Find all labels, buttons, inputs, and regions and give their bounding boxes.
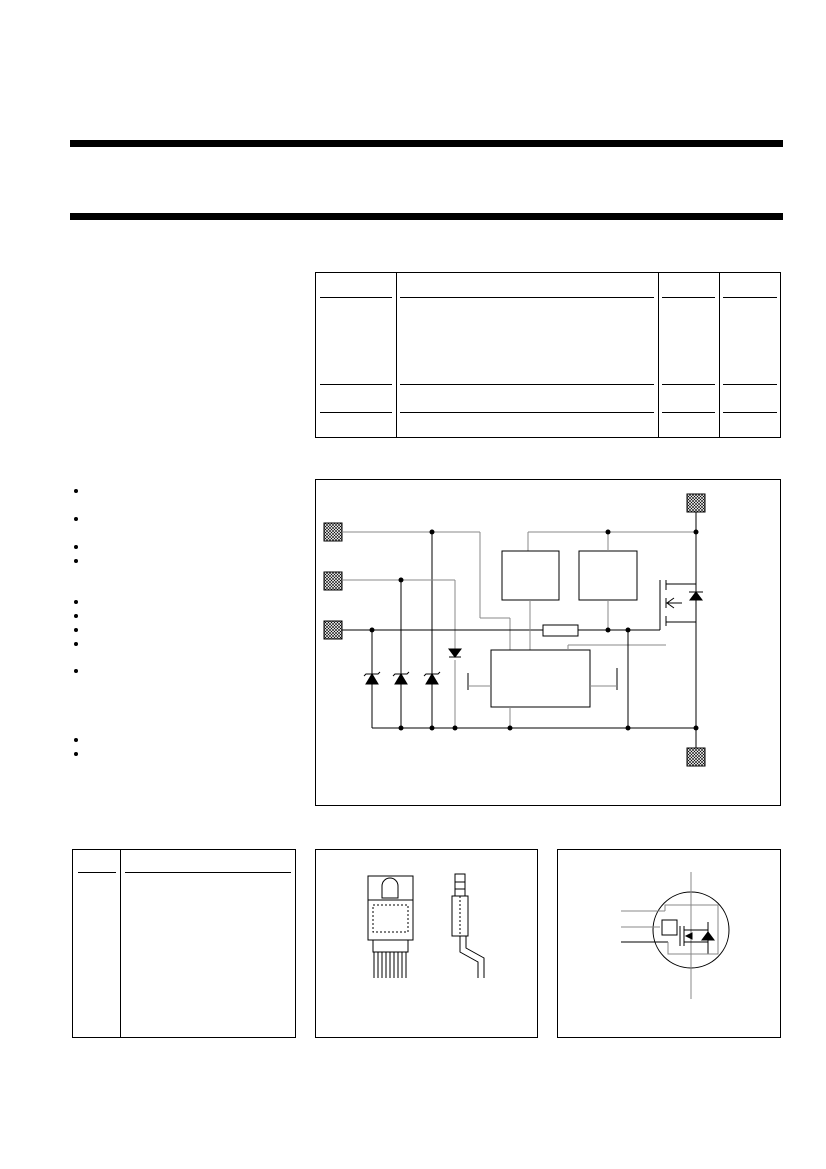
junction-dots: [369, 529, 699, 731]
table-row-separator: [662, 297, 715, 298]
list-item-bullet: [74, 489, 78, 493]
table-row-separator: [400, 297, 654, 298]
table-row-separator: [320, 297, 392, 298]
function-block-center: [490, 649, 591, 708]
list-item-bullet: [74, 752, 78, 756]
package-front-view: [367, 875, 414, 978]
block-diagram-frame: [315, 479, 781, 806]
table-row-separator: [662, 384, 715, 385]
table-row-separator: [662, 412, 715, 413]
list-item-bullet: [74, 669, 78, 673]
function-block-right: [578, 550, 638, 601]
terminal-a: [323, 522, 343, 542]
channel-arrow-icon: [684, 932, 693, 940]
block-diagram: [323, 493, 706, 767]
table-row-separator: [723, 412, 777, 413]
symbol-frame: [557, 849, 781, 1038]
zener-diode-icon: [394, 673, 408, 685]
zener-diode-icon: [365, 673, 379, 685]
table-row-separator: [320, 412, 392, 413]
table-column-divider: [719, 273, 720, 437]
header-rule-top: [70, 140, 783, 147]
diode-icon: [448, 648, 462, 658]
table-row-separator: [320, 384, 392, 385]
package-side-view: [451, 873, 485, 978]
terminal-e: [686, 747, 706, 767]
mosfet-symbol: [621, 872, 730, 999]
series-resistor: [542, 624, 579, 637]
table-row-separator: [723, 384, 777, 385]
terminal-c: [323, 620, 343, 640]
quick-reference-table: [315, 272, 781, 438]
package-outline-frame: [315, 849, 538, 1038]
list-item-bullet: [74, 545, 78, 549]
header-rule-bottom: [70, 213, 783, 220]
list-item-bullet: [74, 559, 78, 563]
pinning-table-frame: [72, 849, 296, 1038]
list-item-bullet: [74, 600, 78, 604]
list-item-bullet: [74, 628, 78, 632]
list-item-bullet: [74, 517, 78, 521]
function-block-left: [501, 550, 560, 601]
table-row-separator: [723, 297, 777, 298]
terminal-b: [323, 571, 343, 591]
zener-diode-icon: [425, 673, 439, 685]
list-item-bullet: [74, 614, 78, 618]
terminal-d: [686, 493, 706, 513]
table-column-divider: [396, 273, 397, 437]
list-item-bullet: [74, 738, 78, 742]
body-diode-icon: [701, 931, 715, 941]
body-diode-icon: [689, 591, 703, 601]
list-item-bullet: [74, 642, 78, 646]
table-column-divider: [658, 273, 659, 437]
table-row-separator: [400, 384, 654, 385]
table-row-separator: [400, 412, 654, 413]
